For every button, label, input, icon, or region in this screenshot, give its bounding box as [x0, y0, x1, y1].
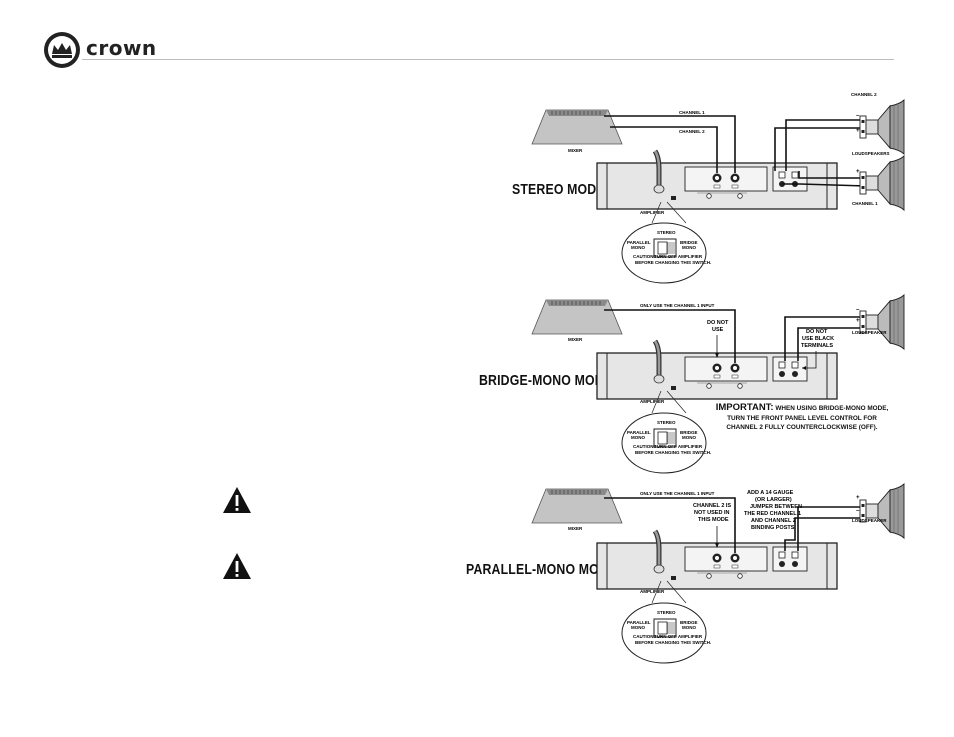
- black-terminals-line-3: TERMINALS: [801, 343, 833, 349]
- svg-text:+: +: [856, 494, 860, 501]
- switch-bridge-mono-label: MONO: [682, 435, 696, 440]
- switch-parallel-label: PARALLEL: [627, 240, 651, 245]
- switch-bridge-mono-label: MONO: [682, 625, 696, 630]
- loudspeaker-label: LOUDSPEAKER: [852, 518, 887, 523]
- caution-line-2: BEFORE CHANGING THIS SWITCH.: [635, 450, 711, 455]
- mixer-label: MIXER: [568, 526, 583, 531]
- svg-text:–: –: [856, 112, 860, 119]
- input-channel-1-label: CHANNEL 1: [679, 110, 705, 115]
- loudspeaker-channel-2: [859, 99, 905, 155]
- parallel-section: MIXER AMPLIFIER ONLY USE THE CHANNEL 1 I…: [531, 483, 905, 664]
- mixer-label: MIXER: [568, 148, 583, 153]
- ch2-note-line-3: THIS MODE: [698, 517, 729, 523]
- svg-text:–: –: [856, 306, 860, 313]
- stereo-section: MIXER AMPLIFIER CHANNEL 1 CHANNEL 2 CHAN…: [531, 92, 905, 284]
- black-terminals-line-1: DO NOT: [806, 329, 828, 335]
- important-label: IMPORTANT:: [715, 402, 774, 413]
- loudspeaker: [859, 483, 905, 539]
- ch2-note-line-1: CHANNEL 2 IS: [693, 503, 731, 509]
- switch-stereo-label: STEREO: [657, 420, 676, 425]
- mixer-label: MIXER: [568, 337, 583, 342]
- jumper-note-line-4: THE RED CHANNEL 1: [744, 511, 801, 517]
- input-note: ONLY USE THE CHANNEL 1 INPUT: [640, 303, 715, 308]
- amplifier-label: AMPLIFIER: [640, 399, 665, 404]
- ch2-note-line-2: NOT USED IN: [694, 510, 729, 516]
- svg-text:+: +: [856, 168, 860, 175]
- caution-line-1: TURN OFF AMPLIFIER: [654, 254, 703, 259]
- switch-parallel-mono-label: MONO: [631, 435, 645, 440]
- switch-stereo-label: STEREO: [657, 610, 676, 615]
- mixer-device: [531, 488, 623, 524]
- switch-bridge-label: BRIDGE: [680, 240, 698, 245]
- loudspeakers-label: LOUDSPEAKERS: [852, 151, 890, 156]
- caution-label: CAUTION:: [633, 444, 655, 449]
- header-rule: [82, 59, 894, 60]
- switch-bridge-mono-label: MONO: [682, 245, 696, 250]
- svg-text:+: +: [856, 317, 860, 324]
- caution-line-1: TURN OFF AMPLIFIER: [654, 444, 703, 449]
- important-note: IMPORTANT: WHEN USING BRIDGE-MONO MODE, …: [712, 403, 892, 433]
- stereo-mode-title: STEREO MODE: [512, 181, 605, 198]
- switch-parallel-label: PARALLEL: [627, 430, 651, 435]
- important-line-2: TURN THE FRONT PANEL LEVEL CONTROL FOR: [727, 414, 877, 422]
- crown-logo-icon: [44, 32, 80, 68]
- bridge-section: MIXER AMPLIFIER ONLY USE THE CHANNEL 1 I…: [531, 294, 905, 474]
- svg-text:–: –: [856, 507, 860, 514]
- amplifier-label: AMPLIFIER: [640, 210, 665, 215]
- input-channel-2-label: CHANNEL 2: [679, 129, 705, 134]
- caution-line-2: BEFORE CHANGING THIS SWITCH.: [635, 260, 711, 265]
- caution-label: CAUTION:: [633, 634, 655, 639]
- black-terminals-line-2: USE BLACK: [802, 336, 834, 342]
- loudspeaker-label: LOUDSPEAKER: [852, 330, 887, 335]
- switch-bridge-label: BRIDGE: [680, 620, 698, 625]
- speaker-channel-2-label: CHANNEL 2: [851, 92, 877, 97]
- speaker-channel-1-label: CHANNEL 1: [852, 201, 878, 206]
- jumper-note-line-5: AND CHANNEL 2: [751, 518, 796, 524]
- parallel-mode-title: PARALLEL-MONO MODE: [466, 561, 617, 578]
- svg-text:+: +: [856, 127, 860, 134]
- caution-line-1: TURN OFF AMPLIFIER: [654, 634, 703, 639]
- switch-parallel-mono-label: MONO: [631, 625, 645, 630]
- mixer-device: [531, 299, 623, 335]
- bridge-mode-title: BRIDGE-MONO MODE: [479, 372, 613, 389]
- caution-line-2: BEFORE CHANGING THIS SWITCH.: [635, 640, 711, 645]
- mixer-device: [531, 109, 623, 145]
- loudspeaker: [859, 294, 905, 350]
- page-header: crown: [0, 0, 954, 70]
- switch-parallel-label: PARALLEL: [627, 620, 651, 625]
- caution-label: CAUTION:: [633, 254, 655, 259]
- jumper-note-line-2: (OR LARGER): [755, 497, 792, 503]
- jumper-note-line-6: BINDING POSTS.: [751, 525, 796, 531]
- important-line-1: WHEN USING BRIDGE-MONO MODE,: [775, 405, 889, 412]
- do-not-use-line-1: DO NOT: [707, 320, 729, 326]
- amplifier-label: AMPLIFIER: [640, 589, 665, 594]
- svg-text:–: –: [856, 182, 860, 189]
- switch-stereo-label: STEREO: [657, 230, 676, 235]
- warning-triangle-icon: [223, 553, 251, 579]
- jumper-note-line-3: JUMPER BETWEEN: [750, 504, 802, 510]
- switch-bridge-label: BRIDGE: [680, 430, 698, 435]
- do-not-use-line-2: USE: [712, 327, 724, 333]
- brand-name: crown: [86, 36, 157, 60]
- switch-parallel-mono-label: MONO: [631, 245, 645, 250]
- jumper-note-line-1: ADD A 14 GAUGE: [747, 490, 794, 496]
- important-line-3: CHANNEL 2 FULLY COUNTERCLOCKWISE (OFF).: [726, 424, 878, 431]
- input-note: ONLY USE THE CHANNEL 1 INPUT: [640, 491, 715, 496]
- warning-triangle-icon: [223, 487, 251, 513]
